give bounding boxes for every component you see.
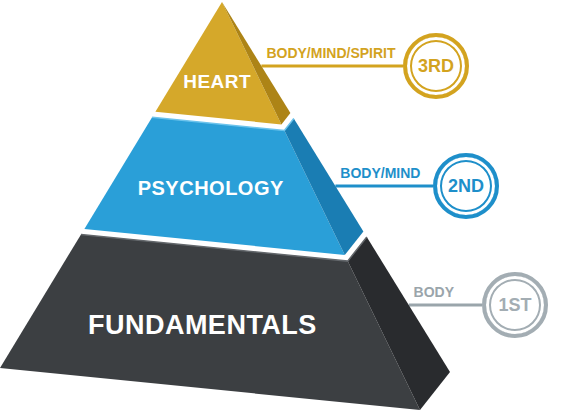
level-connector bbox=[335, 185, 433, 188]
tier-label: HEART bbox=[183, 71, 251, 93]
pyramid-tier: HEART bbox=[155, 2, 291, 125]
badge-label: 3RD bbox=[418, 56, 454, 77]
edge-label-holder: BODY/MIND bbox=[340, 165, 420, 181]
edge-label: BODY/MIND bbox=[340, 165, 420, 181]
edge-label: BODY/MIND/SPIRIT bbox=[266, 45, 395, 61]
tier-side-face bbox=[348, 237, 450, 410]
level-connector bbox=[409, 304, 482, 307]
edge-label: BODY bbox=[414, 284, 454, 300]
edge-label-holder: BODY/MIND/SPIRIT bbox=[266, 45, 395, 61]
badge-label: 2ND bbox=[448, 176, 484, 197]
tier-text-group: HEART bbox=[183, 71, 251, 93]
level-connector bbox=[261, 65, 403, 68]
tier-side-face bbox=[284, 119, 363, 256]
edge-label-holder: BODY bbox=[414, 284, 454, 300]
tier-text-group: FUNDAMENTALS bbox=[88, 310, 317, 341]
pyramid-tier: PSYCHOLOGY bbox=[84, 117, 364, 255]
tier-label: PSYCHOLOGY bbox=[138, 177, 284, 200]
tier-highlight bbox=[81, 234, 367, 261]
level-badge: 2ND bbox=[433, 153, 499, 219]
pyramid-tier: FUNDAMENTALS bbox=[0, 234, 450, 410]
badge-label: 1ST bbox=[498, 295, 531, 316]
tier-label: FUNDAMENTALS bbox=[88, 310, 317, 341]
tier-text-group: PSYCHOLOGY bbox=[138, 177, 284, 200]
level-badge: 1ST bbox=[482, 272, 548, 338]
tier-highlight bbox=[152, 117, 294, 130]
tier-side-face bbox=[222, 2, 290, 124]
tier-shape bbox=[155, 2, 291, 125]
level-badge: 3RD bbox=[403, 33, 469, 99]
tier-front-face bbox=[155, 2, 281, 124]
